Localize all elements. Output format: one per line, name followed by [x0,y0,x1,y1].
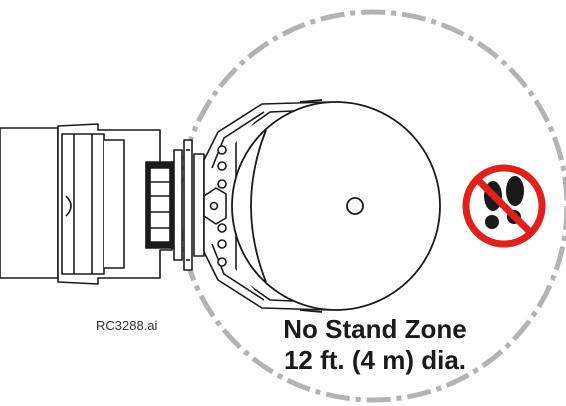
drum-center [346,197,364,215]
no-stand-zone-boundary [176,9,566,403]
zone-label: No Stand Zone 12 ft. (4 m) dia. [240,314,510,376]
file-label: RC3288.ai [96,318,158,333]
zone-diameter: 12 ft. (4 m) dia. [283,345,467,375]
no-standing-icon [462,164,546,248]
drum [231,99,441,313]
machine-body [0,123,205,285]
zone-title: No Stand Zone [283,314,467,344]
